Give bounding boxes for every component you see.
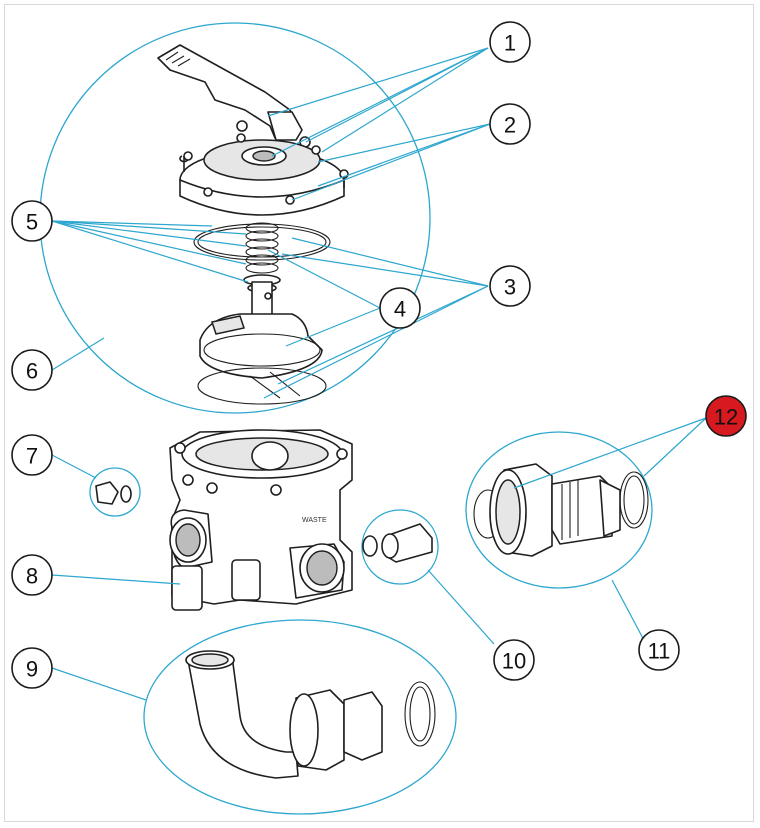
callout-11: 11 bbox=[638, 629, 680, 671]
callout-8: 8 bbox=[11, 554, 53, 596]
callout-12-label: 12 bbox=[714, 405, 738, 430]
callout-10-label: 10 bbox=[502, 649, 526, 674]
callout-8-circle bbox=[11, 554, 53, 596]
callout-9-circle bbox=[11, 647, 53, 689]
callout-11-label: 11 bbox=[648, 639, 671, 664]
callout-4-circle bbox=[379, 287, 421, 329]
callout-2-circle bbox=[489, 103, 531, 145]
callout-4-label: 4 bbox=[394, 297, 406, 322]
lid-o-ring bbox=[193, 223, 331, 261]
callout-6: 6 bbox=[11, 349, 53, 391]
elbow-union-part bbox=[185, 650, 436, 779]
callout-9: 9 bbox=[11, 647, 53, 689]
diagram-frame bbox=[4, 4, 754, 822]
callout-7: 7 bbox=[11, 434, 53, 476]
callout-5: 5 bbox=[11, 200, 53, 242]
spring-part bbox=[245, 222, 279, 274]
callout-10: 10 bbox=[493, 639, 535, 681]
valve-body: WASTE bbox=[169, 429, 353, 611]
callout-7-label: 7 bbox=[26, 444, 38, 469]
callout-12-circle bbox=[705, 395, 747, 437]
waste-port-label: WASTE bbox=[302, 517, 327, 524]
gauge-adapter-part bbox=[362, 523, 433, 563]
drain-plug-part bbox=[95, 481, 132, 505]
callout-6-circle bbox=[11, 349, 53, 391]
callout-5-circle bbox=[11, 200, 53, 242]
drain-plug-group-outline bbox=[89, 467, 141, 517]
callout-9-label: 9 bbox=[26, 657, 38, 682]
union-connector-part bbox=[473, 463, 649, 557]
elbow-union-group-outline bbox=[143, 619, 457, 815]
callout-6-label: 6 bbox=[26, 359, 38, 384]
union-connector-group-outline bbox=[465, 431, 653, 589]
callout-1-label: 1 bbox=[504, 31, 516, 56]
callout-4: 4 bbox=[379, 287, 421, 329]
callout-7-circle bbox=[11, 434, 53, 476]
pressure-gauge-adapter-group-outline bbox=[361, 509, 439, 585]
callout-3-label: 3 bbox=[504, 275, 516, 300]
leader-lines bbox=[51, 47, 707, 701]
callout-2: 2 bbox=[489, 103, 531, 145]
callout-1-circle bbox=[489, 21, 531, 63]
callout-5-label: 5 bbox=[26, 210, 38, 235]
callout-10-circle bbox=[493, 639, 535, 681]
callout-12: 12 bbox=[705, 395, 747, 437]
callout-3-circle bbox=[489, 265, 531, 307]
callout-3: 3 bbox=[489, 265, 531, 307]
callout-8-label: 8 bbox=[26, 564, 38, 589]
callout-1: 1 bbox=[489, 21, 531, 63]
callout-2-label: 2 bbox=[504, 113, 516, 138]
valve-head-assembly bbox=[157, 44, 349, 405]
callout-11-circle bbox=[638, 629, 680, 671]
rotor-gasket bbox=[197, 367, 327, 405]
